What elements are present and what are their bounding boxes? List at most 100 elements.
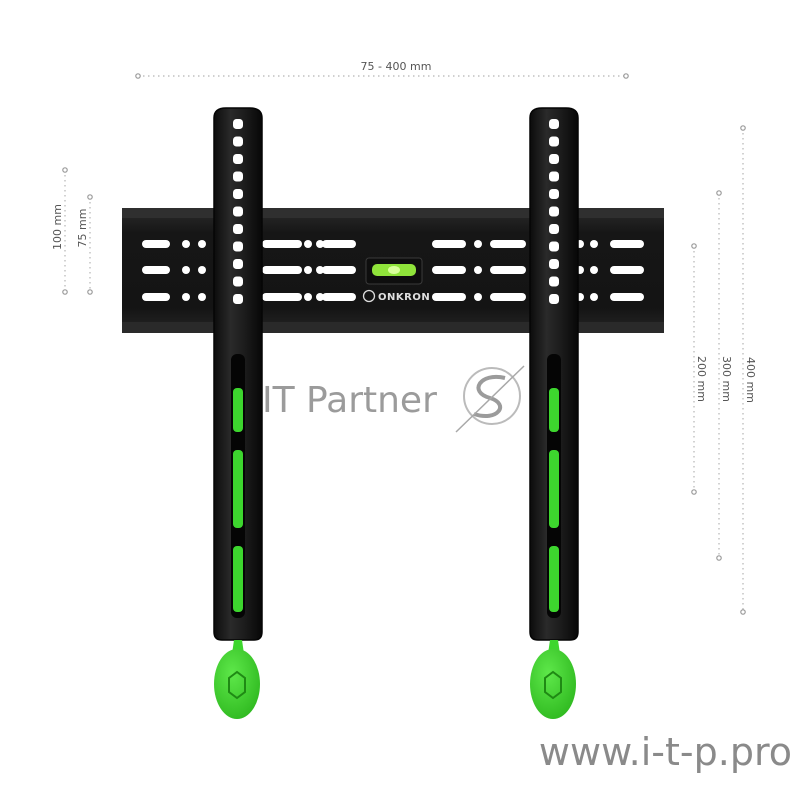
safety-tag-logo-icon [228, 670, 246, 700]
plate-hole [474, 293, 482, 301]
right-vertical-dimensions: 200 mm 300 mm 400 mm [691, 125, 757, 615]
arm-hole [233, 276, 243, 287]
plate-slot [322, 240, 356, 248]
vertical-dimension-label-100: 100 mm [51, 204, 64, 250]
plate-hole [316, 240, 324, 248]
dimension-endpoint [87, 194, 93, 200]
arm-hole [233, 294, 243, 304]
arm-hole [233, 259, 243, 269]
plate-hole [304, 293, 312, 301]
vertical-dimension-label-200: 200 mm [695, 356, 708, 402]
dimension-endpoint [87, 289, 93, 295]
it-partner-watermark: IT Partner [262, 365, 525, 433]
dimension-endpoint [62, 167, 68, 173]
arm-hole [549, 276, 559, 287]
left-vertical-dimensions: 100 mm 75 mm [51, 167, 93, 295]
plate-slot [610, 240, 644, 248]
it-partner-logo-icon [455, 365, 525, 433]
plate-hole [182, 266, 190, 274]
plate-hole [590, 293, 598, 301]
arm-hole [233, 241, 243, 252]
arm-hole [549, 119, 559, 129]
mounting-arms [213, 107, 579, 719]
vertical-dimension-label-75: 75 mm [76, 209, 89, 248]
plate-slot [262, 240, 302, 248]
plate-slot [490, 240, 526, 248]
plate-slot [322, 293, 356, 301]
plate-slot [322, 266, 356, 274]
plate-hole [182, 240, 190, 248]
arm-green-insert [549, 388, 559, 432]
arm-hole [233, 206, 243, 217]
safety-tag-logo-icon [544, 670, 562, 700]
plate-slot [432, 266, 466, 274]
vertical-dimension-label-400: 400 mm [744, 357, 757, 403]
watermark-url: www.i-t-p.pro [539, 730, 792, 774]
plate-slot [432, 240, 466, 248]
arm-hole [233, 136, 243, 147]
arm-green-insert [549, 546, 559, 612]
dimension-endpoint [623, 73, 629, 79]
plate-hole [198, 266, 206, 274]
plate-hole [316, 266, 324, 274]
bubble-level-bubble [388, 266, 400, 274]
arm-hole [549, 294, 559, 304]
width-dimension: 75 - 400 mm [135, 60, 629, 79]
mounting-arm [213, 107, 263, 719]
plate-slot [142, 240, 170, 248]
wall-plate: ONKRON [122, 208, 664, 333]
plate-hole [304, 266, 312, 274]
plate-hole [198, 293, 206, 301]
arm-green-insert [549, 450, 559, 528]
arm-hole [549, 154, 559, 164]
plate-hole [198, 240, 206, 248]
plate-slot [432, 293, 466, 301]
watermark-name: IT Partner [262, 380, 437, 421]
plate-slot [142, 266, 170, 274]
plate-slot [262, 266, 302, 274]
arm-hole [233, 189, 243, 199]
arm-hole [233, 224, 243, 234]
plate-hole [590, 266, 598, 274]
plate-hole [304, 240, 312, 248]
safety-tag [214, 649, 260, 719]
arm-hole [549, 171, 559, 182]
arm-green-insert [233, 450, 243, 528]
plate-hole [316, 293, 324, 301]
vertical-dimension-label-300: 300 mm [720, 356, 733, 402]
dimension-endpoint [716, 555, 722, 561]
arm-hole [549, 136, 559, 147]
arm-hole [549, 259, 559, 269]
plate-slot [610, 266, 644, 274]
dimension-endpoint [716, 190, 722, 196]
arm-green-insert [233, 388, 243, 432]
dimension-endpoint [691, 243, 697, 249]
wall-plate-bottom-flange [122, 322, 664, 333]
onkron-logo: ONKRON [362, 289, 430, 303]
dimension-endpoint [62, 289, 68, 295]
plate-slot [490, 293, 526, 301]
safety-tag [530, 649, 576, 719]
dimension-endpoint [740, 125, 746, 131]
arm-hole [233, 171, 243, 182]
dimension-endpoint [740, 609, 746, 615]
arm-green-insert [233, 546, 243, 612]
dimension-endpoint [691, 489, 697, 495]
arm-hole [549, 224, 559, 234]
wall-plate-top-flange [122, 208, 664, 218]
plate-slot [610, 293, 644, 301]
dimension-endpoint [135, 73, 141, 79]
plate-hole [474, 240, 482, 248]
arm-hole [233, 154, 243, 164]
mounting-arm [529, 107, 579, 719]
plate-slot [142, 293, 170, 301]
plate-slot [490, 266, 526, 274]
width-dimension-label: 75 - 400 mm [361, 60, 432, 73]
onkron-logo-icon [362, 289, 376, 303]
plate-hole [474, 266, 482, 274]
wall-plate-slots [142, 240, 644, 301]
arm-hole [233, 119, 243, 129]
plate-slot [262, 293, 302, 301]
plate-hole [182, 293, 190, 301]
